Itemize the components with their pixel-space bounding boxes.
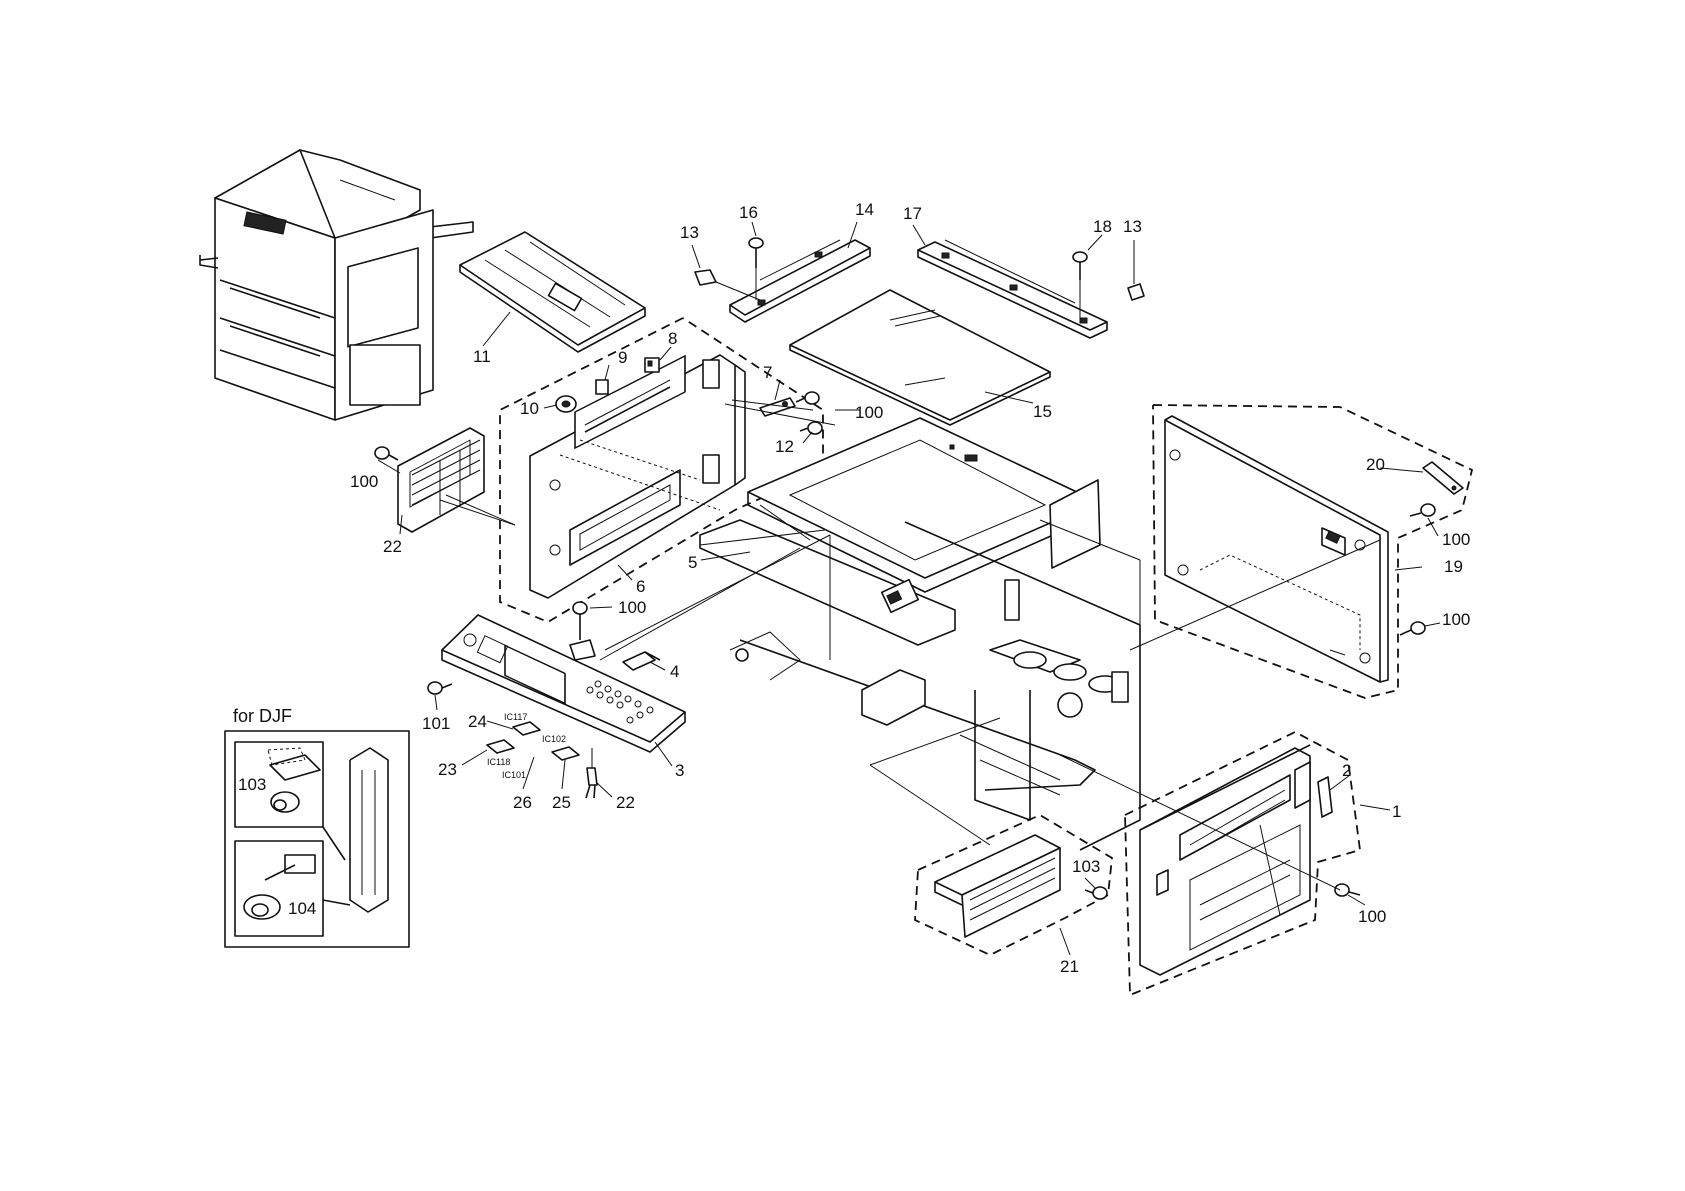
callout-23: 23 xyxy=(438,760,457,779)
part-14-bracket xyxy=(730,240,870,322)
part-100-screw-filter xyxy=(375,447,398,460)
callout-19: 19 xyxy=(1444,557,1463,576)
callout-17: 17 xyxy=(903,204,922,223)
callout-21: 21 xyxy=(1060,957,1079,976)
part-4-connector xyxy=(623,652,660,670)
callout-22-filter: 22 xyxy=(383,537,402,556)
part-10-knob xyxy=(556,396,576,412)
part-100-screw-rear-top xyxy=(1410,504,1435,516)
ic117-label: IC117 xyxy=(504,712,527,722)
callout-103: 103 xyxy=(1072,857,1100,876)
part-25-ic-chip xyxy=(552,747,579,760)
djf-inset-label-103: 103 xyxy=(238,775,266,794)
callout-100-top: 100 xyxy=(855,403,883,422)
callout-8: 8 xyxy=(668,329,677,348)
callout-100-filter: 100 xyxy=(350,472,378,491)
part-103-screw xyxy=(1085,887,1107,899)
callout-5: 5 xyxy=(688,553,697,572)
callout-16: 16 xyxy=(739,203,758,222)
callout-100-front: 100 xyxy=(1358,907,1386,926)
part-100-screw-front xyxy=(1335,884,1360,896)
djf-inset-title: for DJF xyxy=(233,706,292,726)
callout-13-left: 13 xyxy=(680,223,699,242)
callout-3: 3 xyxy=(675,761,684,780)
part-101-screw xyxy=(428,682,452,694)
callout-14: 14 xyxy=(855,200,874,219)
djf-inset xyxy=(225,731,409,947)
part-1-door-latch xyxy=(1157,870,1168,895)
part-100-screw-rear-bottom xyxy=(1400,622,1425,635)
ic118-label: IC118 xyxy=(487,757,510,767)
part-100-screw-panel xyxy=(570,602,595,660)
part-9-clip xyxy=(596,380,608,394)
callout-12: 12 xyxy=(775,437,794,456)
callout-100-rear-top: 100 xyxy=(1442,530,1470,549)
callout-1: 1 xyxy=(1392,802,1401,821)
part-2-clip xyxy=(1318,777,1332,817)
callout-20: 20 xyxy=(1366,455,1385,474)
scanner-frame-assembly xyxy=(700,418,1100,645)
callout-25: 25 xyxy=(552,793,571,812)
callout-6: 6 xyxy=(636,577,645,596)
callout-4: 4 xyxy=(670,662,679,681)
callout-15: 15 xyxy=(1033,402,1052,421)
part-20-plate xyxy=(1423,462,1463,494)
callout-24: 24 xyxy=(468,712,487,731)
callout-101: 101 xyxy=(422,714,450,733)
part-22-connector xyxy=(587,768,597,785)
ic102-label: IC102 xyxy=(542,734,566,744)
callout-2: 2 xyxy=(1342,761,1351,780)
part-13-hinge-catch-left xyxy=(695,270,760,300)
callout-22-connector: 22 xyxy=(616,793,635,812)
callout-9: 9 xyxy=(618,348,627,367)
part-24-ic-chip xyxy=(513,722,540,735)
part-6-left-cover xyxy=(530,355,745,598)
part-23-ic-chip xyxy=(487,740,514,753)
part-1-front-cover xyxy=(1140,745,1310,975)
callout-26: 26 xyxy=(513,793,532,812)
ic101-label: IC101 xyxy=(502,770,526,780)
djf-inset-label-104: 104 xyxy=(288,899,316,918)
callout-10: 10 xyxy=(520,399,539,418)
copier-overview-illustration xyxy=(200,150,473,420)
callout-11: 11 xyxy=(473,347,491,366)
part-22-filter xyxy=(398,428,515,532)
part-21-cover xyxy=(935,835,1060,937)
callout-100-rear-bottom: 100 xyxy=(1442,610,1470,629)
part-13-hinge-catch-right xyxy=(1128,284,1144,300)
part-19-rear-cover xyxy=(1165,416,1388,682)
callout-100-panel: 100 xyxy=(618,598,646,617)
part-3-operation-panel xyxy=(442,615,685,752)
callout-7: 7 xyxy=(763,363,772,382)
part-15-exposure-glass xyxy=(790,290,1050,425)
part-8-clip xyxy=(645,358,659,372)
callout-18: 18 xyxy=(1093,217,1112,236)
part-11-exit-tray xyxy=(460,232,645,352)
callout-13-right: 13 xyxy=(1123,217,1142,236)
part-12-screws xyxy=(796,392,822,434)
